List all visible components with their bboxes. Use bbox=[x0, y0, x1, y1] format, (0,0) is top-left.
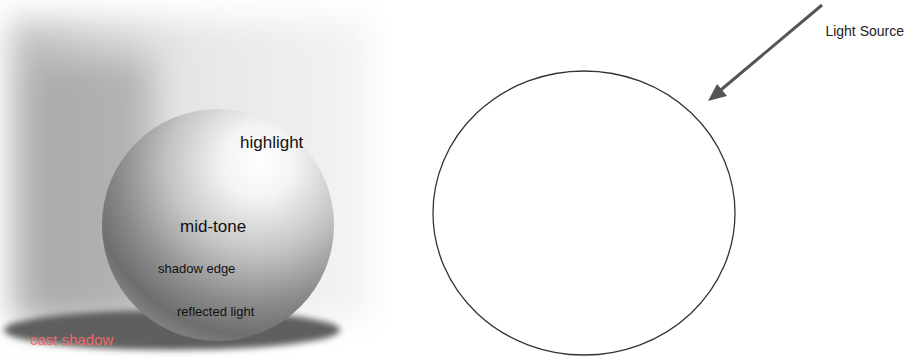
arrow-head bbox=[708, 84, 727, 101]
reflected-light-label: reflected light bbox=[177, 305, 254, 319]
highlight-label: highlight bbox=[240, 134, 303, 153]
empty-circle bbox=[433, 71, 735, 355]
light-arrow bbox=[716, 5, 822, 94]
shaded-sphere bbox=[102, 109, 334, 341]
cast-shadow-label: cast shadow bbox=[30, 332, 113, 349]
light-source-label: Light Source bbox=[825, 24, 904, 39]
midtone-label: mid-tone bbox=[180, 218, 246, 237]
shadow-edge-label: shadow edge bbox=[158, 262, 235, 276]
